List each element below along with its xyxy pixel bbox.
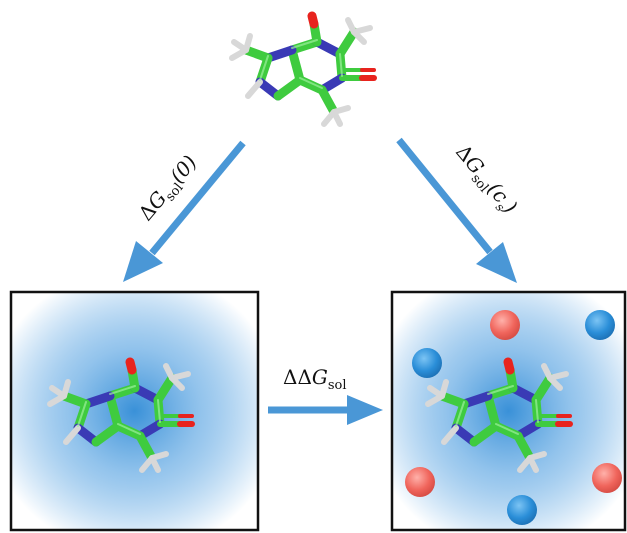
ion-cation-red bbox=[405, 467, 435, 497]
arrow-right-diagonal bbox=[396, 137, 517, 283]
label-dG-sol-zero: ΔGsol(0) bbox=[133, 150, 204, 227]
ion-anion-blue bbox=[412, 348, 442, 378]
box-pure-solvent bbox=[9, 290, 260, 532]
ion-anion-blue bbox=[585, 310, 615, 340]
arrow-horizontal bbox=[268, 395, 383, 425]
molecule-gas-phase bbox=[232, 16, 374, 124]
ion-cation-red bbox=[490, 310, 520, 340]
ion-anion-blue bbox=[507, 495, 537, 525]
ion-cation-red bbox=[592, 463, 622, 493]
label-ddG-sol: ΔΔGsol bbox=[283, 365, 347, 393]
arrow-left-diagonal bbox=[123, 140, 246, 282]
label-dG-sol-cs: ΔGsol(cs) bbox=[448, 140, 522, 221]
